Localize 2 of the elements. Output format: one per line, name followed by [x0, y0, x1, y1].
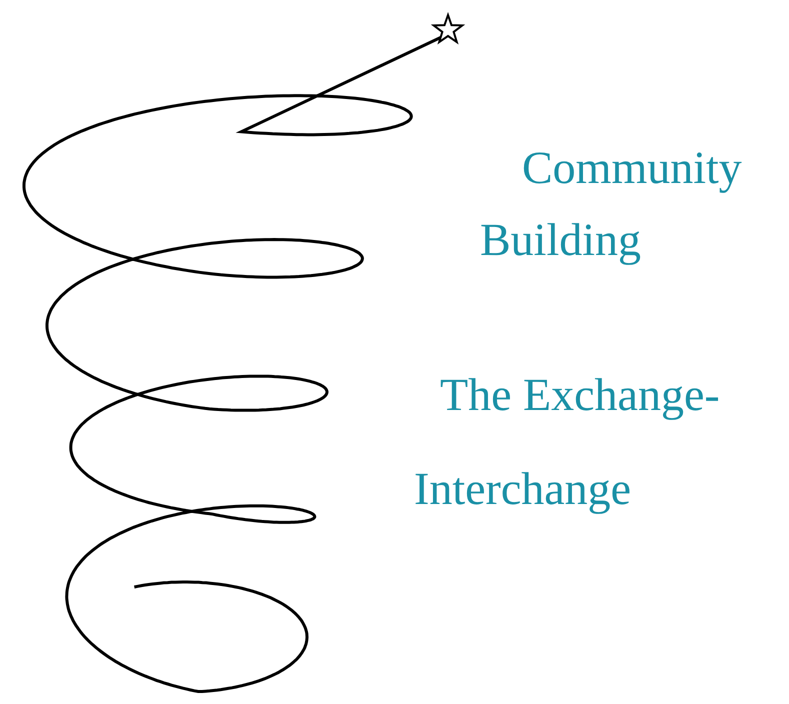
caption-text: Community Building	[480, 141, 743, 267]
caption-text: The Exchange- Interchange	[414, 368, 721, 516]
